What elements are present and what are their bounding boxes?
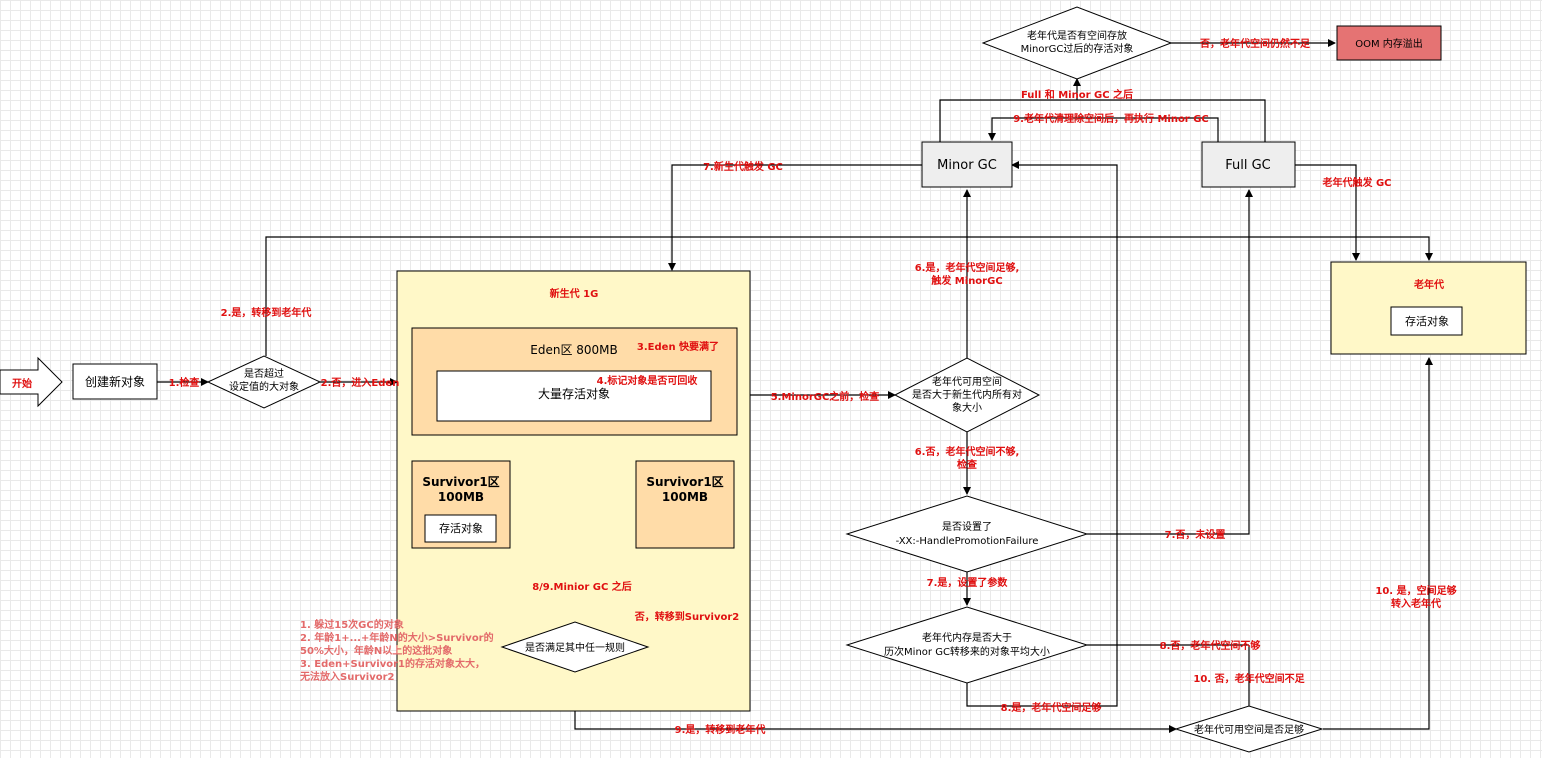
old-space-q-line3: 象大小 (952, 401, 982, 414)
label-6-no-line2: 检查 (957, 458, 978, 471)
survivor1-title-line1: Survivor1区 (422, 475, 499, 489)
label-6-no-line1: 6.否，老年代空间不够, (915, 445, 1020, 458)
old-space-q-line2: 是否大于新生代内所有对 (912, 388, 1022, 401)
rule-line-4: 3. Eden+Survivor1的存活对象太大， (300, 657, 485, 670)
old-enough-decision[interactable]: 老年代可用空间是否足够 (1174, 705, 1324, 753)
full-gc-label: Full GC (1225, 158, 1271, 173)
old-space-q-line1: 老年代可用空间 (932, 375, 1002, 388)
label-full-minor: Full 和 Minor GC 之后 (1021, 88, 1133, 101)
edge-handle-to-fullgc (1087, 189, 1253, 535)
label-9-rerun: 9.老年代清理除空间后，再执行 Minor GC (1013, 112, 1209, 125)
start-label: 开始 (12, 377, 32, 390)
old-generation[interactable]: 老年代 存活对象 (1330, 261, 1527, 355)
label-no-survivor2: 否，转移到Survivor2 (634, 610, 740, 623)
label-8-no: 8.否，老年代空间不够 (1160, 639, 1261, 652)
label-2-yes: 2.是，转移到老年代 (221, 306, 312, 319)
oom-node[interactable]: OOM 内存溢出 (1336, 25, 1442, 61)
label-4-mark: 4.标记对象是否可回收 (597, 374, 698, 387)
top-q-line2: MinorGC过后的存活对象 (1021, 42, 1134, 55)
label-3-eden-full: 3.Eden 快要满了 (637, 340, 719, 353)
old-enough-q-label: 老年代可用空间是否足够 (1194, 723, 1304, 736)
label-8-yes: 8.是，老年代空间足够 (1001, 701, 1102, 714)
old-space-decision[interactable]: 老年代可用空间 是否大于新生代内所有对 象大小 (893, 357, 1041, 433)
label-9-yes: 9.是，转移到老年代 (675, 723, 766, 736)
big-object-q-line1: 是否超过 (244, 367, 284, 380)
survivor1-area[interactable]: Survivor1区 100MB 存活对象 (411, 460, 511, 549)
old-objects-box (1390, 306, 1463, 336)
old-objects-label: 存活对象 (1405, 314, 1449, 328)
rule-line-2: 2. 年龄1+...+年龄N的大小>Survivor的 (300, 631, 494, 644)
handle-q-line2: -XX:-HandlePromotionFailure (896, 536, 1039, 547)
eden-objects-box (436, 370, 712, 422)
full-gc-node[interactable]: Full GC (1201, 141, 1296, 188)
rule-decision[interactable]: 是否满足其中任一规则 (500, 621, 650, 673)
create-object-label: 创建新对象 (85, 374, 145, 389)
survivor1-title-line2: 100MB (438, 490, 484, 504)
edge-oldenough-to-oldgen (1323, 357, 1433, 730)
edge-gc-to-top (939, 99, 1266, 142)
big-object-decision[interactable]: 是否超过 设定值的大对象 (206, 355, 322, 409)
edge-bigobj-to-oldgen (265, 236, 1433, 356)
survivor2-area[interactable]: Survivor1区 100MB (635, 460, 735, 549)
label-10-yes-line1: 10. 是，空间足够 (1375, 584, 1456, 597)
survivor2-title-line2: 100MB (662, 490, 708, 504)
label-9-after-minor: 8/9.Minior GC 之后 (532, 580, 632, 593)
handle-q-line1: 是否设置了 (942, 521, 992, 533)
label-7-yes: 7.是，设置了参数 (927, 576, 1009, 589)
edge-avg-to-minorgc (966, 161, 1118, 707)
survivor2-title-line1: Survivor1区 (646, 475, 723, 489)
big-object-q-line2: 设定值的大对象 (229, 380, 299, 393)
eden-title: Eden区 800MB (530, 343, 618, 357)
label-7-young-gc: 7.新生代触发 GC (703, 160, 783, 173)
top-decision[interactable]: 老年代是否有空间存放 MinorGC过后的存活对象 (981, 6, 1173, 80)
eden-objects-label: 大量存活对象 (538, 387, 610, 401)
survivor1-objects-box (424, 514, 497, 543)
label-7-no: 7.否，未设置 (1165, 528, 1226, 541)
avg-q-line2: 历次Minor GC转移来的对象平均大小 (884, 645, 1050, 658)
label-6-yes-line1: 6.是，老年代空间足够, (915, 261, 1020, 274)
label-old-trigger: 老年代触发 GC (1321, 176, 1391, 189)
minor-gc-node[interactable]: Minor GC (921, 141, 1013, 188)
survivor1-objects-label: 存活对象 (439, 521, 483, 535)
edge-fullgc-to-oldgen (1295, 164, 1360, 261)
oom-label: OOM 内存溢出 (1355, 37, 1423, 50)
top-q-line1: 老年代是否有空间存放 (1027, 29, 1127, 42)
label-10-no: 10. 否，老年代空间不足 (1193, 672, 1305, 685)
minor-gc-label: Minor GC (937, 158, 997, 173)
avg-q-line1: 老年代内存是否大于 (922, 631, 1012, 644)
rule-line-1: 1. 躲过15次GC的对象 (300, 618, 404, 631)
create-object-node[interactable]: 创建新对象 (72, 363, 158, 400)
rule-line-5: 无法放入Survivor2 (299, 670, 395, 683)
young-generation-title: 新生代 1G (550, 287, 599, 300)
edge-fullgc-to-minorgc (988, 117, 1219, 142)
label-6-yes-line2: 触发 MinorGC (930, 274, 1002, 287)
label-10-yes-line2: 转入老年代 (1391, 597, 1441, 610)
label-no-old-space: 否，老年代空间仍然不足 (1199, 37, 1311, 50)
rule-line-3: 50%大小，年龄N以上的这批对象 (300, 644, 452, 657)
start-node[interactable]: 开始 (0, 356, 63, 408)
old-generation-title: 老年代 (1413, 278, 1444, 291)
label-2-no: 2.否，进入Eden (321, 376, 400, 389)
label-1-check: 1.检查 (169, 376, 201, 389)
eden-area[interactable]: Eden区 800MB 大量存活对象 (411, 327, 738, 436)
rule-q-label: 是否满足其中任一规则 (525, 641, 625, 654)
average-size-decision[interactable]: 老年代内存是否大于 历次Minor GC转移来的对象平均大小 (845, 606, 1089, 684)
handle-promotion-decision[interactable]: 是否设置了 -XX:-HandlePromotionFailure (845, 495, 1089, 573)
label-5-check: 5.MinorGC之前，检查 (771, 390, 881, 403)
edge-labels: 1.检查 2.是，转移到老年代 2.否，进入Eden 3.Eden 快要满了 4… (169, 37, 1457, 736)
edge-minorgc-to-young (668, 164, 922, 271)
